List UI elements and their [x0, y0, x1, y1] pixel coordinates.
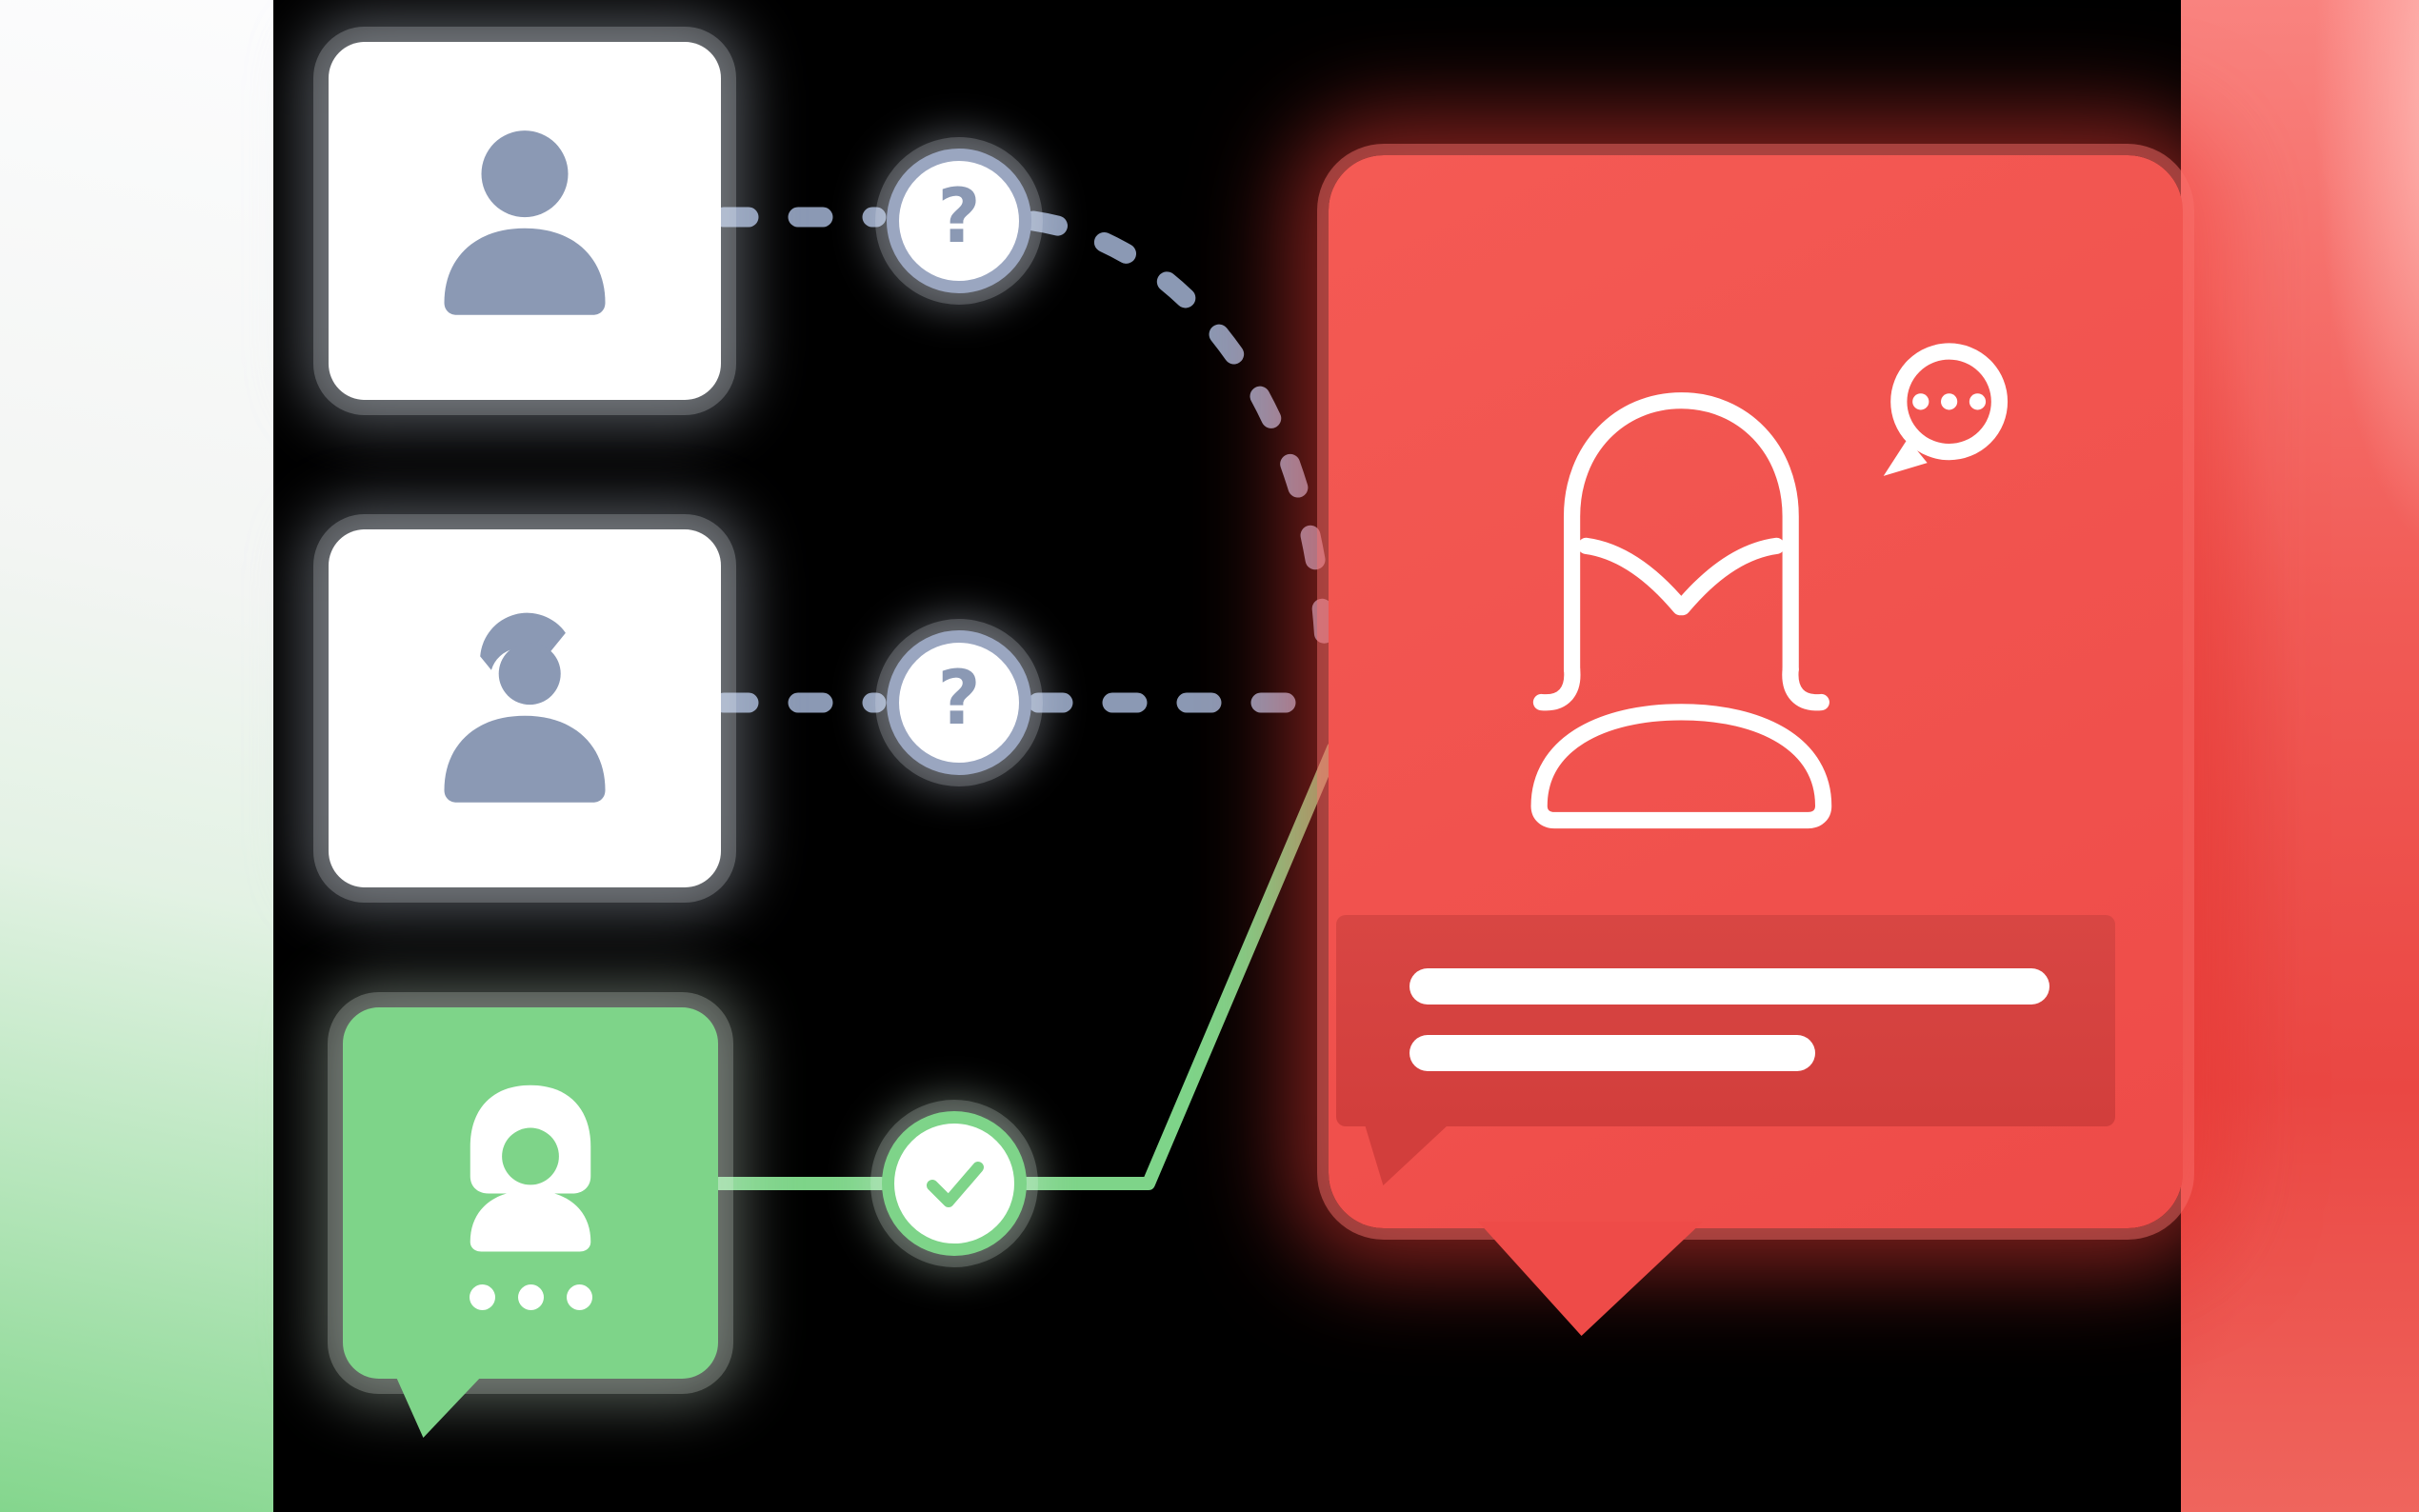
- avatar-fringe-right: [1673, 537, 1785, 616]
- checkmark-icon: [927, 1162, 984, 1207]
- male-user-icon: [444, 130, 606, 315]
- message-band-tail: [1365, 1124, 1449, 1185]
- question-mark-label: ?: [937, 174, 981, 260]
- question-circle-2: ?: [887, 630, 1031, 775]
- candidate-card-2: [329, 529, 721, 887]
- typing-dot: [469, 1284, 495, 1310]
- typing-dot: [566, 1284, 592, 1310]
- mini-typing-dots-icon: [1912, 393, 1987, 410]
- avatar-hair-curl-right: [1782, 661, 1829, 711]
- question-circle-1: ?: [887, 149, 1031, 293]
- left-gradient-strip: [0, 0, 273, 1512]
- result-speech-bubble: [1329, 155, 2183, 1336]
- typing-dots-icon: [469, 1284, 592, 1310]
- text-placeholder-line-1: [1409, 968, 2049, 1005]
- candidate-card-3: [343, 1007, 718, 1438]
- check-circle: [882, 1111, 1027, 1256]
- avatar-hair-curl-left: [1532, 661, 1581, 711]
- avatar-fringe-left: [1577, 537, 1689, 616]
- male-user-alt-icon: [444, 612, 606, 803]
- avatar-shoulders: [1530, 704, 1832, 829]
- candidate-card-1: [329, 42, 721, 400]
- question-mark-label: ?: [937, 656, 981, 742]
- connector-question1-bubble: [1023, 210, 1336, 677]
- avatar-hair-outline: [1563, 392, 1799, 678]
- connector-check-bubble: [1020, 742, 1340, 1190]
- text-placeholder-line-2: [1409, 1035, 1815, 1071]
- mini-speech-bubble-tail: [1883, 438, 1928, 476]
- message-band: [1336, 915, 2115, 1185]
- right-gradient-strip: [2181, 0, 2419, 1512]
- female-avatar-outline-icon: [1530, 343, 2009, 829]
- mini-speech-bubble: [1890, 343, 2009, 461]
- female-user-chat-icon: [470, 1084, 591, 1252]
- typing-dot: [517, 1284, 544, 1310]
